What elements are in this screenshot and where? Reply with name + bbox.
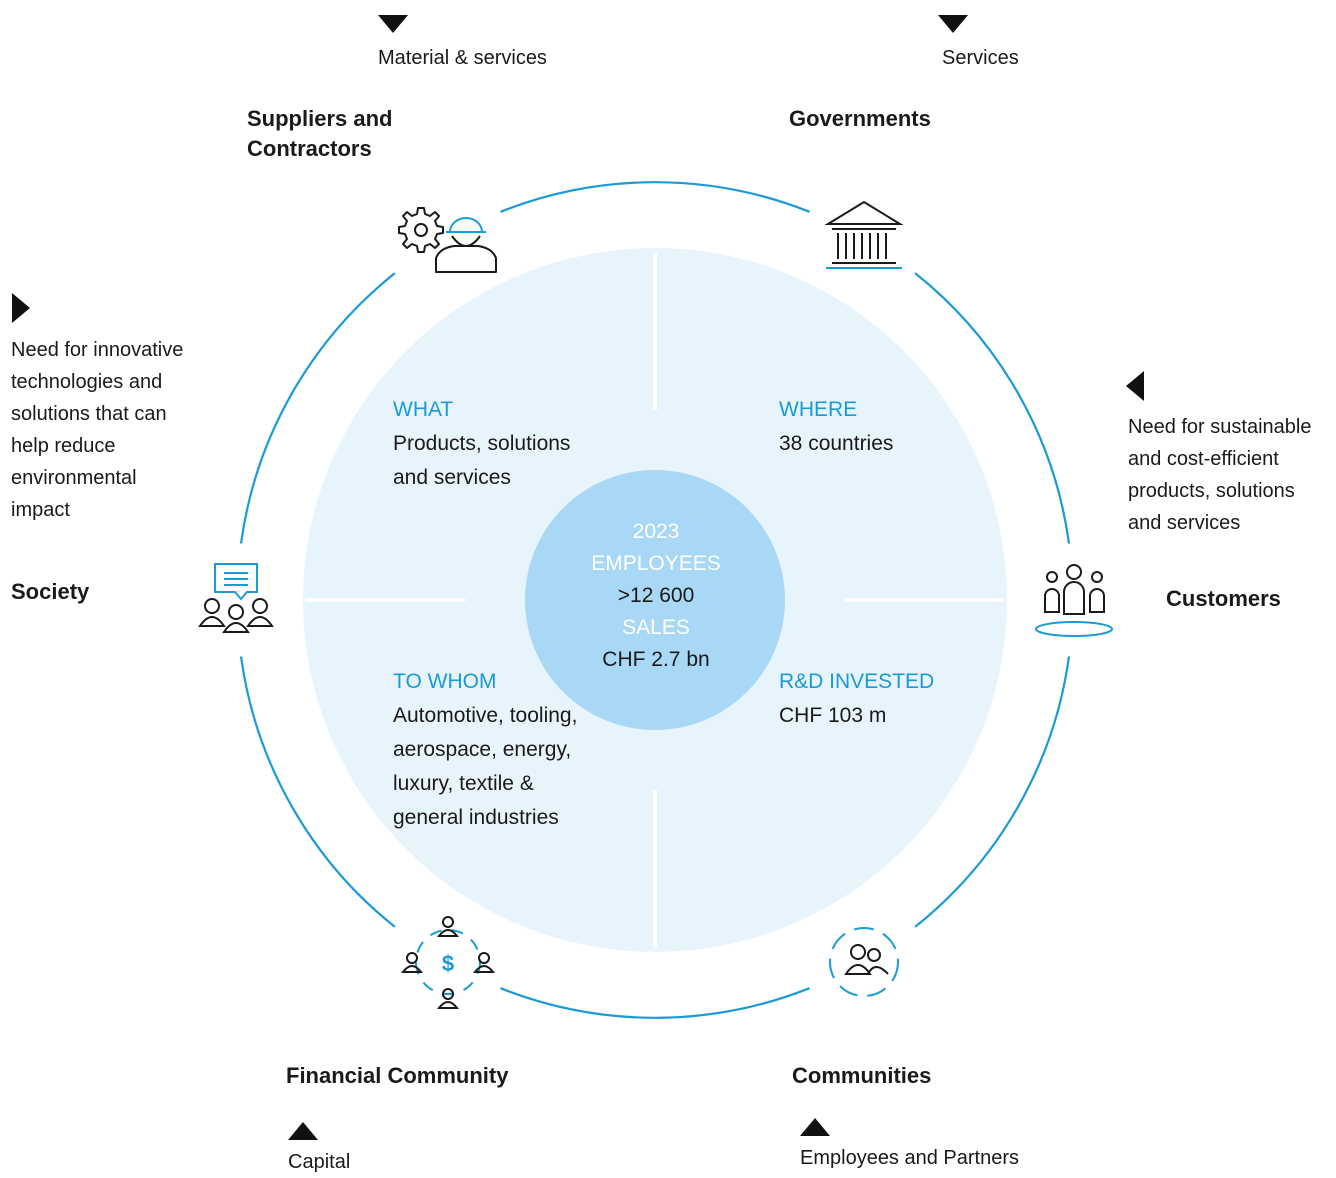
quadrant-body: Automotive, tooling, aerospace, energy, …: [393, 704, 578, 829]
capital-label: Capital: [288, 1151, 351, 1173]
customers-group-icon: [1035, 564, 1113, 637]
society-need-text: Need for innovative technologies and sol…: [11, 339, 184, 521]
quadrant-body: 38 countries: [779, 432, 894, 455]
quadrant-rd: R&D INVESTED CHF 103 m: [779, 665, 934, 733]
governments-heading: Governments: [789, 106, 931, 131]
society-heading: Society: [11, 579, 90, 604]
sales-value: CHF 2.7 bn: [602, 648, 710, 671]
quadrant-what: WHAT Products, solutions and services: [393, 393, 570, 495]
quadrant-heading: WHERE: [779, 398, 858, 421]
sales-label: SALES: [622, 616, 690, 639]
left-arrow-icon: [1126, 371, 1144, 401]
customer-need-text: Need for sustainable and cost-efficient …: [1128, 416, 1312, 534]
center-stats: 2023 EMPLOYEES >12 600 SALES CHF 2.7 bn: [526, 516, 786, 676]
gear-worker-icon: [398, 207, 497, 273]
material-services-label: Material & services: [378, 47, 547, 69]
government-building-icon: [824, 200, 904, 269]
employees-label: EMPLOYEES: [591, 552, 721, 575]
quadrant-heading: R&D INVESTED: [779, 670, 935, 693]
quadrant-where: WHERE 38 countries: [779, 393, 893, 461]
quadrant-body: Products, solutions and services: [393, 432, 571, 489]
svg-text:$: $: [442, 951, 454, 976]
services-label: Services: [942, 47, 1019, 69]
down-arrow-icon: [378, 15, 408, 33]
quadrant-body: CHF 103 m: [779, 704, 887, 727]
suppliers-heading: Suppliers and Contractors: [247, 106, 393, 161]
quadrant-to-whom: TO WHOM Automotive, tooling, aerospace, …: [393, 665, 577, 835]
center-circle: [525, 470, 785, 730]
community-circle-icon: [829, 927, 899, 997]
speech-bubble-people-icon: [198, 563, 274, 633]
year-label: 2023: [632, 520, 680, 543]
communities-heading: Communities: [792, 1063, 932, 1088]
quadrant-heading: TO WHOM: [393, 670, 497, 693]
quadrant-heading: WHAT: [393, 398, 454, 421]
outer-ring: [239, 181, 1071, 1019]
financial-community-heading: Financial Community: [286, 1063, 509, 1088]
down-arrow-icon: [938, 15, 968, 33]
up-arrow-icon: [288, 1122, 318, 1140]
quadrant-dividers: [305, 253, 1003, 947]
right-arrow-icon: [12, 293, 30, 323]
people-dollar-icon: $: [400, 916, 496, 1009]
customers-heading: Customers: [1166, 586, 1281, 611]
employees-partners-label: Employees and Partners: [800, 1147, 1020, 1169]
employees-value: >12 600: [617, 584, 695, 607]
up-arrow-icon: [800, 1118, 830, 1136]
